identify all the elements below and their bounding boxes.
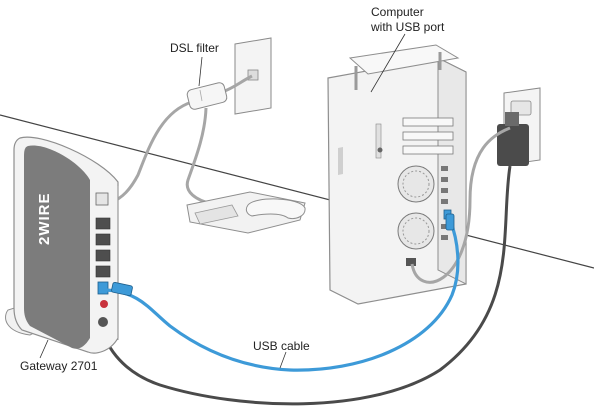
computer-tower [328, 45, 466, 304]
usb-cable-leader-line [280, 352, 286, 368]
usb-cable-label: USB cable [253, 339, 310, 354]
dsl-filter [186, 82, 228, 111]
gateway-label: Gateway 2701 [20, 359, 97, 374]
telephone [187, 192, 305, 233]
gateway-2701 [6, 137, 118, 353]
phone-cord-filter-to-gateway [112, 102, 192, 202]
computer-label: Computer with USB port [371, 5, 444, 35]
phone-wall-jack [235, 38, 271, 114]
gateway-leader-line [40, 340, 48, 358]
gateway-brand-logo: 2WIRE [36, 192, 53, 245]
dsl-filter-leader-line [199, 57, 202, 86]
phone-cord-filter-to-phone [187, 108, 212, 204]
dsl-filter-label: DSL filter [170, 41, 219, 56]
